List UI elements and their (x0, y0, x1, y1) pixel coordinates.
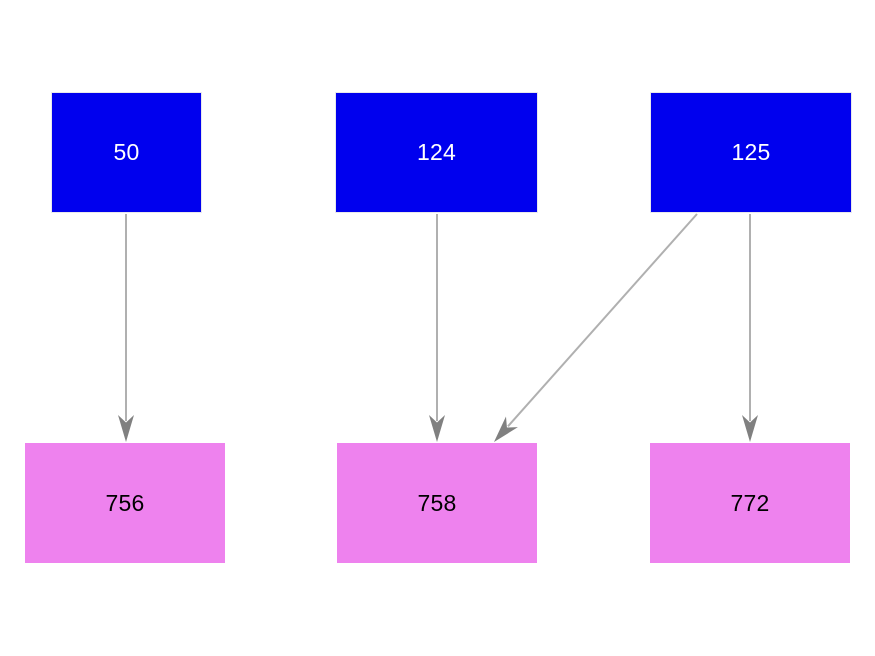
edge-line (507, 213, 698, 427)
node-label: 124 (417, 139, 456, 165)
edge-arrowhead (494, 416, 518, 442)
node-50[interactable]: 50 (51, 92, 202, 213)
node-label: 758 (417, 489, 457, 516)
edge-arrowhead (118, 415, 134, 442)
node-124[interactable]: 124 (335, 92, 538, 213)
node-label: 125 (731, 139, 771, 165)
node-label: 50 (113, 139, 140, 165)
edge-arrowhead (742, 415, 758, 442)
node-758[interactable]: 758 (337, 443, 537, 563)
node-label: 772 (730, 489, 770, 516)
node-label: 756 (105, 489, 145, 516)
node-772[interactable]: 772 (650, 443, 850, 563)
node-756[interactable]: 756 (25, 443, 225, 563)
node-125[interactable]: 125 (650, 92, 852, 213)
edge-arrowhead (429, 415, 445, 442)
